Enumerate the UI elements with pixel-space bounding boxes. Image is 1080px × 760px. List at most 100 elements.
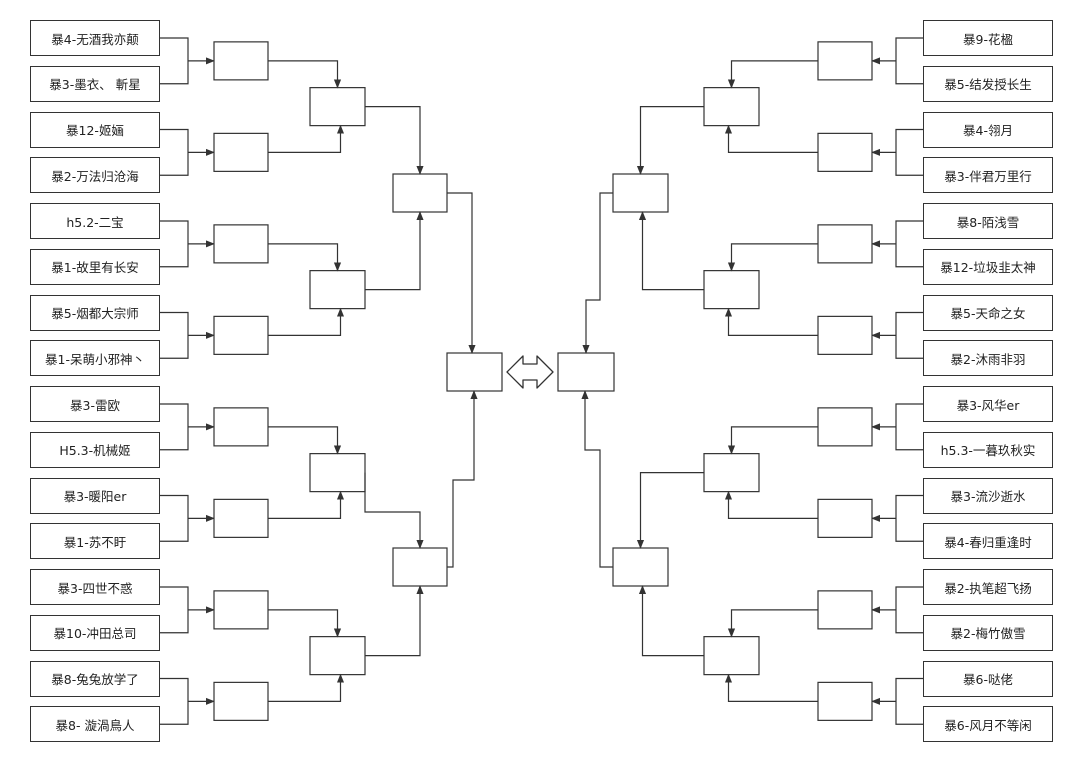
left-r1-bracket-6 <box>160 494 189 542</box>
left-player-8: 暴1-呆萌小邪神丶 <box>30 340 160 377</box>
right-r1-bracket-3 <box>895 220 923 268</box>
right-r2-in-top-3 <box>727 426 818 455</box>
left-player-10: H5.3-机械姬 <box>30 431 160 468</box>
right-player-13: 暴2-执笔超飞扬 <box>923 569 1053 605</box>
right-r2-box-2 <box>703 270 760 310</box>
left-r2-in-top-2 <box>268 243 342 272</box>
right-r1-bracket-8 <box>895 677 923 725</box>
left-final-in-top <box>447 192 476 354</box>
left-player-12: 暴1-苏不盱 <box>30 523 160 560</box>
right-player-9: 暴3-风华er <box>923 386 1053 422</box>
right-final-box <box>557 352 615 392</box>
left-r1-bracket-8 <box>160 677 189 725</box>
left-r1-box-3 <box>213 224 269 264</box>
right-r2-in-bottom-2 <box>724 307 818 336</box>
left-r2-box-2 <box>309 270 366 310</box>
left-player-2: 暴3-墨衣、 斬星 <box>30 65 160 102</box>
left-r1-bracket-2 <box>160 128 189 176</box>
left-r1-box-4 <box>213 315 269 355</box>
double-arrow-icon <box>506 355 554 389</box>
left-r1-bracket-1 <box>160 37 189 85</box>
right-r3-in-bottom-1 <box>638 211 704 291</box>
right-r2-box-4 <box>703 636 760 676</box>
left-player-1: 暴4-无酒我亦颠 <box>30 20 160 56</box>
left-player-3: 暴12-姬婳 <box>30 111 160 148</box>
right-r2-in-top-1 <box>727 60 818 89</box>
left-player-13: 暴3-四世不惑 <box>30 569 160 605</box>
left-r2-in-bottom-2 <box>268 307 345 336</box>
right-r1-bracket-2 <box>895 128 923 176</box>
right-r3-in-top-2 <box>636 472 704 549</box>
left-player-15: 暴8-兔兔放学了 <box>30 660 160 697</box>
right-r1-bracket-6 <box>895 494 923 542</box>
left-r1-box-5 <box>213 407 269 447</box>
left-player-14: 暴10-冲田总司 <box>30 614 160 651</box>
right-r1-bracket-1 <box>895 37 923 85</box>
left-r1-bracket-3 <box>160 220 189 268</box>
left-r2-in-top-1 <box>268 60 342 89</box>
left-player-5: h5.2-二宝 <box>30 203 160 239</box>
right-player-12: 暴4-春归重逢时 <box>923 523 1053 560</box>
right-player-16: 暴6-风月不等闲 <box>923 706 1053 743</box>
left-player-4: 暴2-万法归沧海 <box>30 157 160 194</box>
left-r2-in-bottom-4 <box>268 673 345 702</box>
right-r1-bracket-7 <box>895 586 923 634</box>
left-r3-in-bottom-1 <box>365 211 424 291</box>
left-r1-box-6 <box>213 498 269 538</box>
right-r1-box-8 <box>817 681 873 721</box>
right-r1-bracket-4 <box>895 311 923 359</box>
left-player-11: 暴3-暖阳er <box>30 477 160 514</box>
left-r1-box-7 <box>213 590 269 630</box>
right-r1-box-1 <box>817 41 873 81</box>
right-player-5: 暴8-陌浅雪 <box>923 203 1053 239</box>
right-player-15: 暴6-哒佬 <box>923 660 1053 697</box>
left-r1-bracket-4 <box>160 311 189 359</box>
right-player-3: 暴4-翎月 <box>923 111 1053 148</box>
left-final-box <box>446 352 503 392</box>
right-player-11: 暴3-流沙逝水 <box>923 477 1053 514</box>
right-r2-in-bottom-3 <box>724 490 818 519</box>
left-r2-box-1 <box>309 87 366 127</box>
right-r1-box-7 <box>817 590 873 630</box>
left-r1-box-2 <box>213 132 269 172</box>
left-r2-in-bottom-1 <box>268 124 345 153</box>
right-r2-in-bottom-1 <box>724 124 818 153</box>
right-r1-box-6 <box>817 498 873 538</box>
right-r1-box-5 <box>817 407 873 447</box>
right-player-6: 暴12-垃圾韭太神 <box>923 248 1053 285</box>
left-r1-box-1 <box>213 41 269 81</box>
left-r3-in-top-2 <box>364 472 424 549</box>
left-r3-box-1 <box>392 173 448 213</box>
right-r1-box-4 <box>817 315 873 355</box>
right-player-8: 暴2-沐雨非羽 <box>923 340 1053 377</box>
right-r2-in-bottom-4 <box>724 673 818 702</box>
right-r3-box-1 <box>612 173 669 213</box>
left-r2-in-top-3 <box>268 426 342 455</box>
left-r2-in-top-4 <box>268 609 342 638</box>
right-player-14: 暴2-梅竹傲雪 <box>923 614 1053 651</box>
right-r1-box-2 <box>817 132 873 172</box>
left-r3-in-bottom-2 <box>365 585 424 657</box>
left-player-7: 暴5-烟都大宗师 <box>30 294 160 331</box>
right-r2-box-3 <box>703 453 760 493</box>
left-player-6: 暴1-故里有长安 <box>30 248 160 285</box>
right-r2-box-1 <box>703 87 760 127</box>
left-final-in-bottom <box>447 390 478 568</box>
right-final-in-top <box>582 192 613 354</box>
left-r3-in-top-1 <box>365 106 424 175</box>
right-player-10: h5.3-一暮玖秋实 <box>923 431 1053 468</box>
right-final-in-bottom <box>581 390 613 568</box>
right-player-2: 暴5-结发授长生 <box>923 65 1053 102</box>
right-player-7: 暴5-天命之女 <box>923 294 1053 331</box>
left-r2-box-3 <box>309 453 366 493</box>
right-player-1: 暴9-花楹 <box>923 20 1053 56</box>
left-r2-in-bottom-3 <box>268 490 345 519</box>
left-r1-box-8 <box>213 681 269 721</box>
left-r1-bracket-7 <box>160 586 189 634</box>
right-r3-box-2 <box>612 547 669 587</box>
right-r2-in-top-2 <box>727 243 818 272</box>
left-r3-box-2 <box>392 547 448 587</box>
right-r1-bracket-5 <box>895 403 923 451</box>
